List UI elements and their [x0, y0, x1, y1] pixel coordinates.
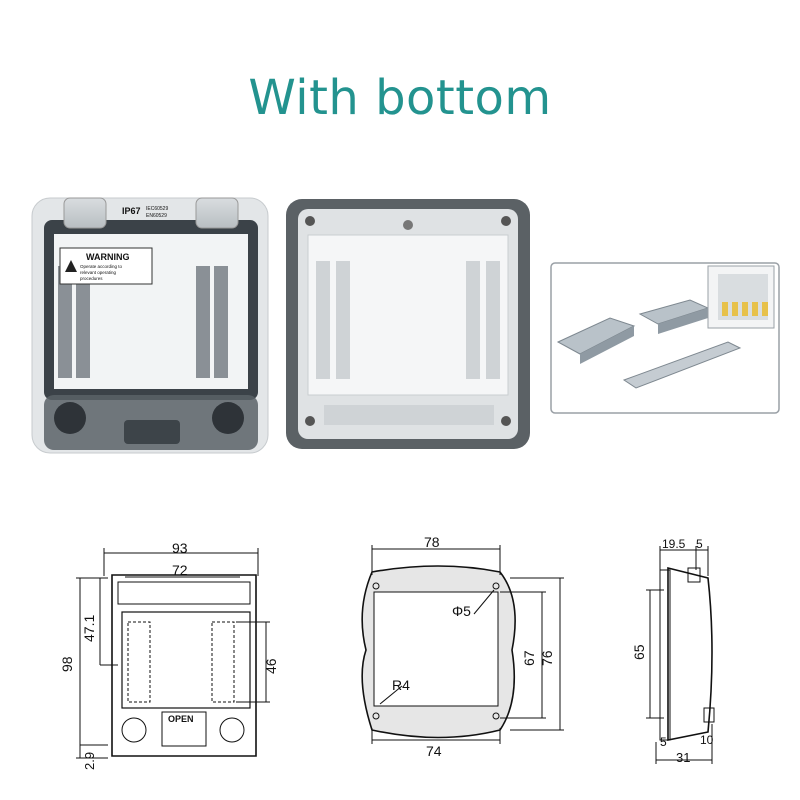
ip-rating-label: IP67 — [122, 206, 141, 216]
page-title: With bottom — [248, 70, 552, 126]
corner-radius-label: R4 — [392, 677, 410, 693]
dim-base-top-width: 78 — [424, 534, 440, 550]
standard-1: IEC60529 — [146, 206, 168, 212]
cover-photo: WARNING Operate according to relevant op… — [31, 197, 269, 454]
dim-front-height: 98 — [59, 656, 75, 672]
dim-base-bottom-width: 74 — [426, 743, 442, 759]
warning-line-3: procedures — [80, 276, 103, 281]
dim-front-width: 93 — [172, 540, 188, 556]
dim-side-total-depth: 31 — [676, 750, 690, 765]
dim-front-window-height: 47.1 — [81, 615, 97, 642]
dim-side-bottom-small: 5 — [660, 735, 667, 749]
dim-side-top-small: 5 — [696, 537, 703, 551]
dim-side-height: 65 — [631, 644, 647, 660]
hole-diameter-label: Φ5 — [452, 603, 471, 619]
dim-base-hole-height: 67 — [521, 650, 537, 666]
dim-front-inner-width: 72 — [172, 562, 188, 578]
dim-front-bottom: 2.9 — [82, 752, 97, 770]
dim-side-depth: 19.5 — [662, 537, 686, 551]
warning-line-1: Operate according to — [80, 264, 123, 269]
dim-base-outer-height: 76 — [539, 650, 555, 666]
standard-2: EN60529 — [146, 213, 167, 219]
open-label: OPEN — [168, 714, 194, 724]
base-photo — [286, 199, 530, 449]
warning-line-2: relevant operating — [80, 270, 117, 275]
dim-side-right-small: 10 — [700, 733, 714, 747]
accessories-photo — [550, 262, 780, 414]
technical-drawings: 93 72 98 47.1 46 2.9 OPEN 78 74 67 76 Φ5… — [59, 534, 715, 770]
dim-front-module-height: 46 — [263, 658, 279, 674]
warning-title: WARNING — [86, 252, 130, 262]
